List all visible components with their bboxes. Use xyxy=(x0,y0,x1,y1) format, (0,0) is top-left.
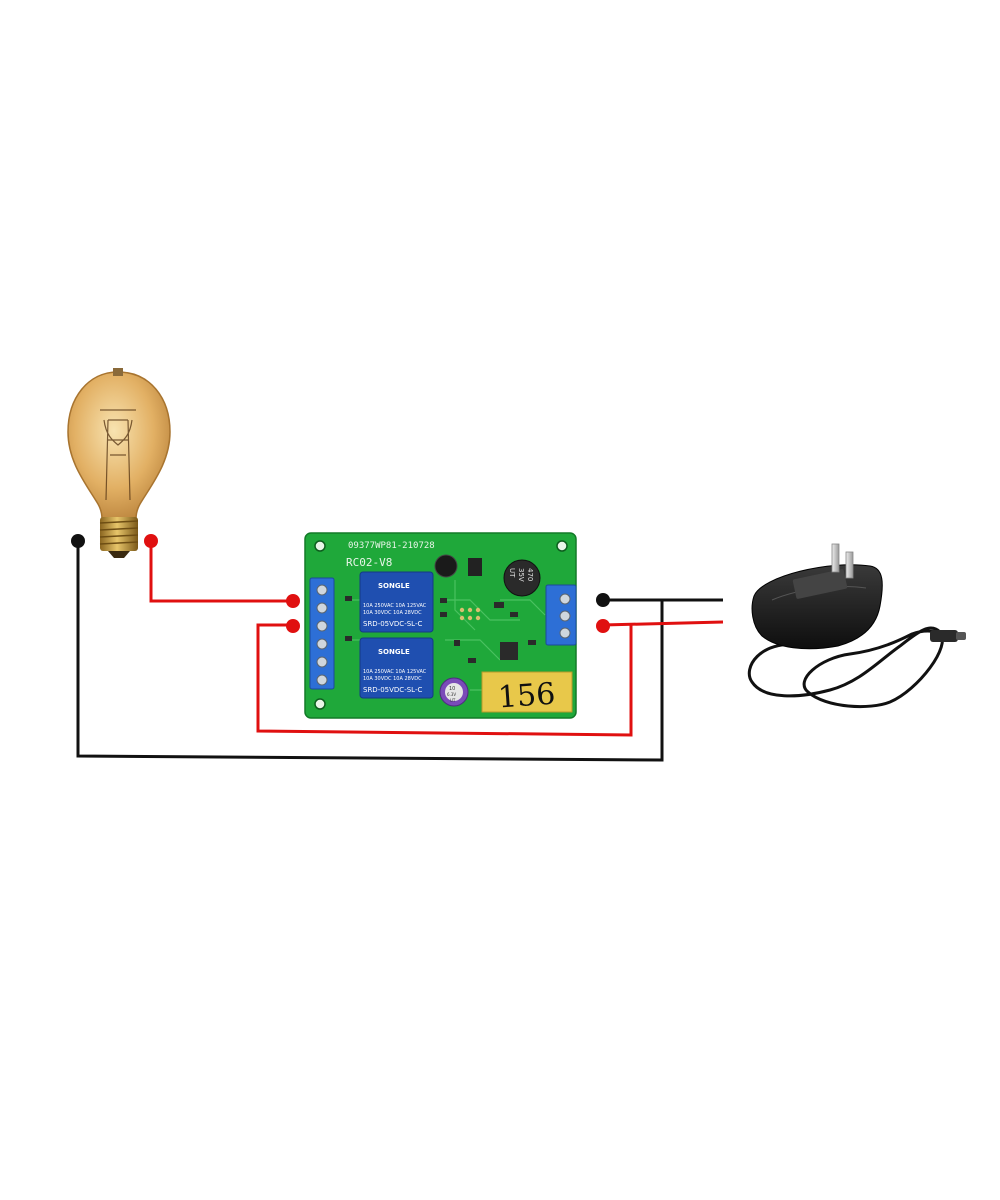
relay-2-part: SRD-05VDC-SL-C xyxy=(363,686,422,694)
bulb-black-terminal xyxy=(71,534,85,548)
wire-positive-adapter xyxy=(602,620,724,627)
wire-positive-loop xyxy=(256,623,633,737)
barrel-connector xyxy=(930,630,958,642)
board-model-text: RC02-V8 xyxy=(346,556,392,569)
cap-small-line3: UT xyxy=(450,698,456,703)
barrel-tip xyxy=(956,632,966,640)
relay-1-brand: SONGLE xyxy=(378,582,410,590)
bulb-tip xyxy=(113,368,123,376)
left-terminal-block xyxy=(309,577,335,690)
capacitor-small: 10 6.3V UT xyxy=(439,677,469,707)
relay-2-spec-1: 10A 250VAC 10A 125VAC xyxy=(363,669,427,675)
plug-prong-1 xyxy=(831,543,840,573)
board-power-negative xyxy=(596,593,610,607)
relay-2-brand: SONGLE xyxy=(378,648,410,656)
connection-points xyxy=(71,534,610,633)
rf-module: 156 xyxy=(481,671,573,716)
inductor xyxy=(434,554,458,578)
plug-prong-2 xyxy=(845,551,854,579)
terminal-screws-right xyxy=(559,593,571,639)
adapter-body xyxy=(751,564,883,650)
bulb-filament xyxy=(100,409,136,501)
power-adapter xyxy=(747,543,966,709)
relay-com-terminal xyxy=(286,594,300,608)
relay-2-spec-2: 10A 30VDC 10A 28VDC xyxy=(363,676,422,682)
board-serial-text: 09377WP81-210728 xyxy=(348,541,435,551)
wire-negative-loop xyxy=(76,541,723,762)
bulb-red-terminal xyxy=(144,534,158,548)
relay-no-terminal xyxy=(286,619,300,633)
wire-positive-bulb xyxy=(149,541,293,603)
smd-components xyxy=(345,596,536,663)
adapter-label xyxy=(792,569,848,599)
board-power-positive xyxy=(596,619,610,633)
capacitor-large: 470 35V UT xyxy=(503,559,541,597)
relay-1: SONGLE 10A 250VAC 10A 125VAC 10A 30VDC 1… xyxy=(359,571,434,633)
ic-chip-top xyxy=(468,558,482,576)
wires xyxy=(76,541,724,762)
bulb-screw-base xyxy=(99,517,139,558)
relay-board: 09377WP81-210728 RC02-V8 SONGLE 10A 250V… xyxy=(304,532,577,719)
cap-small-line2: 6.3V xyxy=(447,692,456,697)
cap-small-line1: 10 xyxy=(449,686,455,692)
relay-1-spec-1: 10A 250VAC 10A 125VAC xyxy=(363,603,427,609)
relay-1-part: SRD-05VDC-SL-C xyxy=(363,620,422,628)
bulb-glass xyxy=(67,371,171,520)
right-terminal-block xyxy=(545,584,577,646)
header-pins xyxy=(459,607,481,621)
relay-2: SONGLE 10A 250VAC 10A 125VAC 10A 30VDC 1… xyxy=(359,637,434,699)
adapter-cable xyxy=(747,626,949,709)
light-bulb xyxy=(67,368,171,558)
cap-large-line1: 470 xyxy=(526,568,534,581)
cap-large-line2: 35V xyxy=(517,568,525,582)
relay-1-spec-2: 10A 30VDC 10A 28VDC xyxy=(363,610,422,616)
cap-large-line3: UT xyxy=(508,568,516,578)
handwritten-mark: 156 xyxy=(497,677,557,716)
terminal-screws-left xyxy=(316,584,328,686)
